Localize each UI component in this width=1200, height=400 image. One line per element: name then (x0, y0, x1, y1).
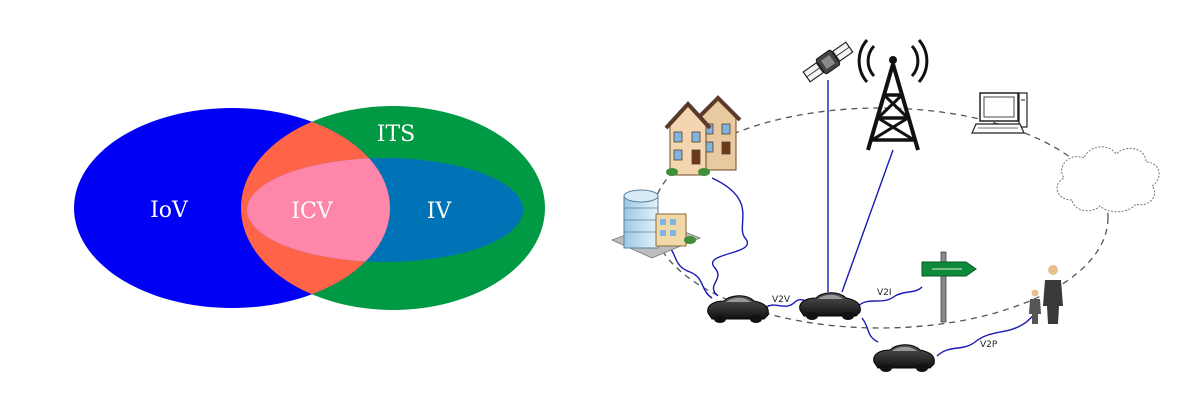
road-sign-icon (921, 251, 977, 323)
v2x-diagram: V2V V2I V2P (610, 39, 1160, 372)
office-building-icon (610, 189, 702, 259)
label-iov: IoV (150, 198, 189, 223)
label-iv: IV (427, 199, 453, 224)
houses-icon (664, 95, 742, 176)
houses-link (711, 177, 749, 297)
pedestrians-icon (1029, 265, 1063, 324)
satellite-icon (802, 41, 854, 83)
tower-link (841, 149, 894, 293)
car-icon (873, 344, 935, 372)
car-icon (707, 295, 769, 323)
label-v2i: V2I (877, 288, 892, 298)
v2p-link (936, 315, 1034, 357)
iov-its-overlap (241, 108, 390, 308)
label-v2p: V2P (980, 340, 998, 350)
v2i-link (857, 286, 923, 307)
car-icon (799, 292, 861, 320)
label-its: ITS (377, 122, 415, 147)
computer-icon (971, 92, 1028, 134)
label-v2v: V2V (772, 295, 791, 305)
cell-tower-icon (857, 39, 929, 151)
label-icv: ICV (291, 199, 334, 224)
venn-diagram: ITS IoV ICV IV (74, 106, 545, 310)
cloud-icon (1056, 146, 1160, 213)
car-chain-link (861, 317, 879, 343)
network-ring (651, 107, 1109, 329)
